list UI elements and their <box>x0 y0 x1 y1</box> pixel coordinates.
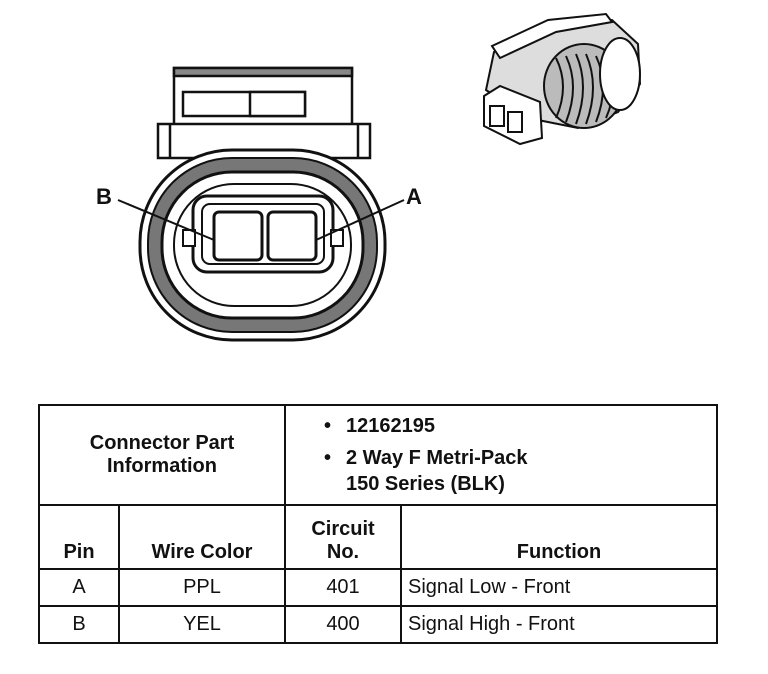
header-circuit-line2: No. <box>326 541 360 563</box>
row-a-function: Signal Low - Front <box>399 568 719 607</box>
part-desc-line2: 150 Series (BLK) <box>346 473 505 495</box>
part-info-label-line1: Connector Part <box>89 432 235 454</box>
header-function: Function <box>399 504 719 570</box>
part-number: 12162195 <box>346 415 435 437</box>
row-a-pin: A <box>38 568 120 607</box>
table-row: B YEL 400 Signal High - Front <box>38 605 719 644</box>
connector-diagram <box>117 12 642 342</box>
header-circuit: Circuit No. <box>284 504 402 570</box>
row-b-circuit: 400 <box>284 605 402 644</box>
row-a-circuit: 401 <box>284 568 402 607</box>
row-a-wire-color: PPL <box>118 568 286 607</box>
row-b-function: Signal High - Front <box>399 605 719 644</box>
pin-a-label: A <box>406 184 422 209</box>
table-row: A PPL 401 Signal Low - Front <box>38 568 719 607</box>
row-b-pin: B <box>38 605 120 644</box>
row-b-wire-color: YEL <box>118 605 286 644</box>
part-info-value-cell: •12162195 •2 Way F Metri-Pack 150 Series… <box>283 404 719 506</box>
header-wire-color: Wire Color <box>118 504 286 570</box>
header-row: Pin Wire Color Circuit No. Function <box>38 504 719 570</box>
connector-face-view <box>117 66 405 342</box>
pin-b-cavity <box>212 210 264 262</box>
header-circuit-line1: Circuit <box>311 518 375 540</box>
part-info-row: Connector Part Information •12162195 •2 … <box>38 404 719 506</box>
pin-a-leader <box>315 199 405 241</box>
pin-a-cavity <box>266 210 318 262</box>
part-info-label-line2: Information <box>107 455 217 477</box>
part-desc-line1: 2 Way F Metri-Pack <box>346 447 528 469</box>
part-number-item: •12162195 <box>324 415 435 437</box>
header-pin: Pin <box>38 504 120 570</box>
pin-b-label: B <box>96 184 112 209</box>
connector-info-table: Connector Part Information •12162195 •2 … <box>38 404 719 644</box>
part-info-label-cell: Connector Part Information <box>38 404 286 506</box>
connector-isometric-view <box>483 12 642 146</box>
part-desc-item: •2 Way F Metri-Pack 150 Series (BLK) <box>324 445 710 497</box>
pin-b-leader <box>117 199 215 241</box>
